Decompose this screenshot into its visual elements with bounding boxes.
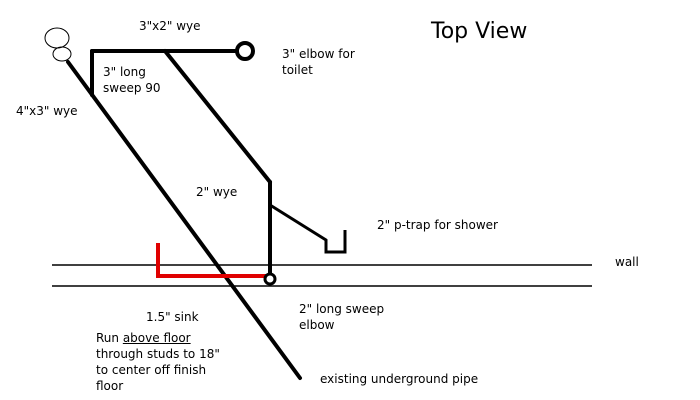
toilet-elbow-circle — [235, 41, 255, 61]
label-run-line2: through studs to 18" — [96, 347, 220, 361]
label-long-sweep-line2: elbow — [299, 318, 335, 332]
label-sweep90-line1: 3" long — [103, 65, 146, 79]
label-3x2-wye: 3"x2" wye — [139, 19, 201, 33]
label-p-trap: 2" p-trap for shower — [377, 218, 498, 232]
label-run-prefix: Run — [96, 331, 123, 345]
label-long-sweep-line1: 2" long sweep — [299, 302, 385, 316]
label-run-line4: floor — [96, 379, 124, 393]
label-run-above-floor: above floor — [122, 331, 191, 345]
vent-circle-bottom — [52, 46, 72, 62]
label-wall: wall — [615, 255, 639, 269]
label-underground-pipe: existing underground pipe — [320, 372, 479, 386]
wye-branch-pipe — [163, 49, 272, 184]
label-4x3-wye: 4"x3" wye — [16, 104, 78, 118]
long-sweep-elbow-circle — [263, 272, 277, 286]
vent-circle-top — [44, 27, 70, 49]
shower-branch-pipe — [268, 203, 328, 242]
label-sink: 1.5" sink — [146, 310, 199, 324]
p-trap-shape — [324, 230, 347, 254]
label-toilet-elbow-line2: toilet — [282, 63, 313, 77]
diagram-title: Top View — [431, 19, 528, 44]
label-toilet-elbow-line1: 3" elbow for — [282, 47, 355, 61]
sink-line — [156, 243, 266, 278]
label-run-line1: Run above floor — [96, 330, 191, 346]
label-sweep90-line2: sweep 90 — [103, 81, 161, 95]
label-run-line3: to center off finish — [96, 363, 207, 377]
underground-pipe — [66, 60, 302, 380]
label-2-wye: 2" wye — [196, 185, 238, 199]
